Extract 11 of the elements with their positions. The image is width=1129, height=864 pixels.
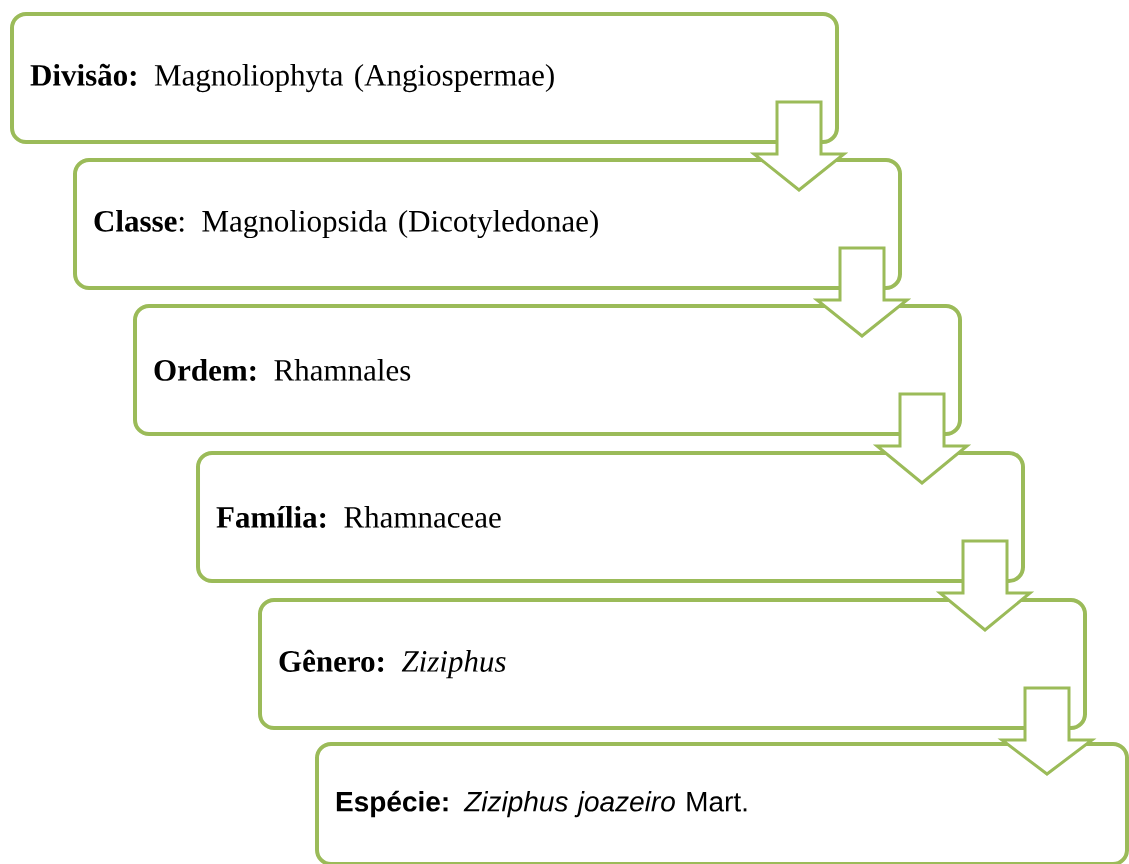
taxon-box: Espécie: Ziziphus joazeiro Mart. xyxy=(315,742,1129,864)
block-arrow xyxy=(872,392,972,485)
taxon-box: Ordem: Rhamnales xyxy=(133,304,962,436)
block-arrow xyxy=(749,100,849,192)
block-arrow xyxy=(935,539,1035,632)
taxon-box: Divisão: Magnoliophyta (Angiospermae) xyxy=(10,12,839,144)
taxon-box: Gênero: Ziziphus xyxy=(258,598,1087,730)
taxon-box: Família: Rhamnaceae xyxy=(196,451,1025,583)
block-arrow xyxy=(812,246,912,338)
taxon-box: Classe: Magnoliopsida (Dicotyledonae) xyxy=(73,158,902,290)
block-arrow xyxy=(997,686,1097,776)
